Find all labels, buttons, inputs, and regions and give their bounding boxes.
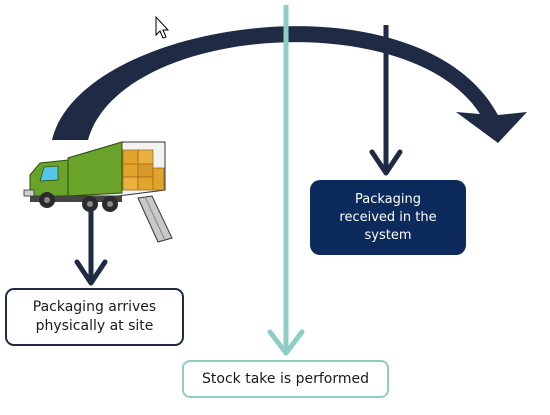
stock-take-label: Stock take is performed: [202, 370, 369, 387]
curved-flow-arrow: [52, 26, 527, 143]
arrow-to-stock-take: [267, 5, 305, 356]
packaging-received-label: Packaging received in the system: [339, 191, 437, 243]
arrow-to-system: [369, 25, 403, 176]
packaging-received-box: Packaging received in the system: [310, 180, 466, 255]
cursor-icon: [155, 15, 170, 39]
packaging-arrives-label: Packaging arrives physically at site: [32, 299, 157, 334]
packaging-arrives-box: Packaging arrives physically at site: [5, 288, 184, 346]
truck-icon: [23, 141, 173, 243]
stock-take-box: Stock take is performed: [182, 360, 389, 398]
